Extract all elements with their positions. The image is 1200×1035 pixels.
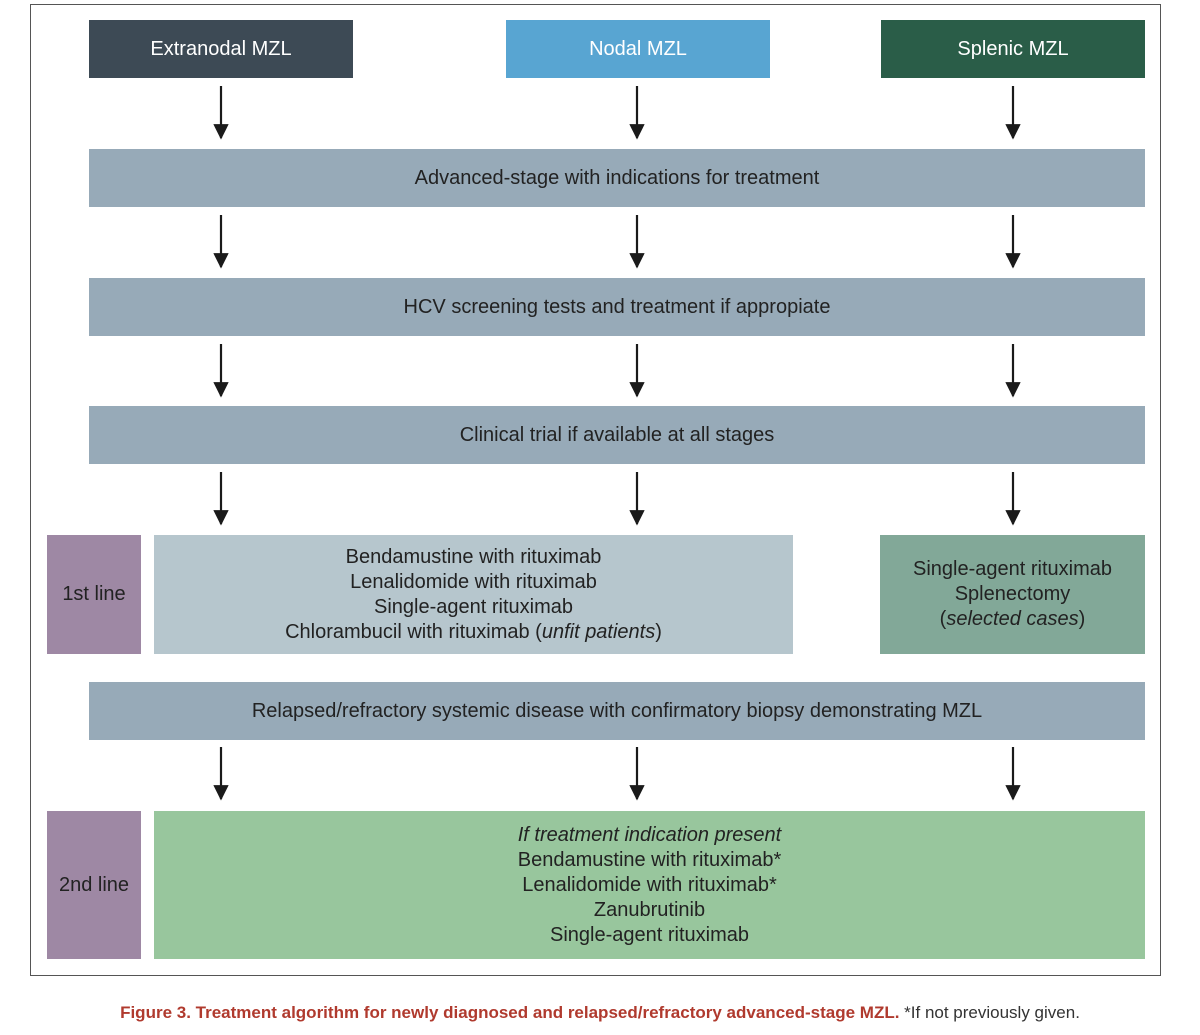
chlorambucil-text: Chlorambucil with rituximab ( [285,620,542,643]
second-line-option: Zanubrutinib [593,898,706,921]
second-line-options: If treatment indication present Bendamus… [154,811,1145,959]
figure-caption: Figure 3. Treatment algorithm for newly … [0,1003,1200,1023]
second-line-condition: If treatment indication present [518,823,781,848]
caption-title: Figure 3. Treatment algorithm for newly … [120,1003,900,1022]
splenic-option: Single-agent rituximab [913,558,1112,580]
splenic-option: (selected cases) [940,607,1086,632]
selected-cases-text: selected cases [946,608,1079,630]
second-line-option: Lenalidomide with rituximab* [522,873,777,896]
second-line-option: Bendamustine with rituximab* [517,848,782,871]
first-line-options-extranodal-nodal: Bendamustine with rituximab Lenalidomide… [154,535,793,654]
chlorambucil-close: ) [655,620,662,643]
band-hcv-screening: HCV screening tests and treatment if app… [89,278,1145,336]
selected-close: ) [1078,608,1086,630]
unfit-patients-text: unfit patients [541,620,656,643]
header-nodal-mzl: Nodal MZL [506,20,770,78]
first-line-option: Bendamustine with rituximab [345,545,602,568]
first-line-option: Lenalidomide with rituximab [350,570,597,593]
caption-note: *If not previously given. [899,1003,1080,1022]
second-line-option: Single-agent rituximab [550,923,749,946]
first-line-label-text: 1st line [62,583,126,605]
first-line-option: Chlorambucil with rituximab (unfit patie… [285,620,662,645]
treatment-indication-text: If treatment indication present [517,823,782,846]
second-line-label: 2nd line [47,811,141,959]
header-extranodal-mzl: Extranodal MZL [89,20,353,78]
band-relapsed-text: Relapsed/refractory systemic disease wit… [251,699,983,722]
first-line-options-splenic: Single-agent rituximab Splenectomy (sele… [880,535,1145,654]
second-line-label-text: 2nd line [58,873,130,896]
diagram-frame [30,4,1161,976]
band-clinical-trial: Clinical trial if available at all stage… [89,406,1145,464]
header-nodal-label: Nodal MZL [589,37,687,60]
header-splenic-label: Splenic MZL [957,37,1069,60]
first-line-option: Single-agent rituximab [374,595,573,618]
selected-open: ( [939,608,947,630]
splenic-option: Splenectomy [954,583,1071,605]
band-trial-text: Clinical trial if available at all stage… [459,423,775,446]
first-line-label: 1st line [47,535,141,654]
band-advanced-text: Advanced-stage with indications for trea… [414,166,820,189]
band-advanced-stage: Advanced-stage with indications for trea… [89,149,1145,207]
band-relapsed-refractory: Relapsed/refractory systemic disease wit… [89,682,1145,740]
header-extranodal-label: Extranodal MZL [150,37,292,60]
band-hcv-text: HCV screening tests and treatment if app… [403,295,831,318]
header-splenic-mzl: Splenic MZL [881,20,1145,78]
